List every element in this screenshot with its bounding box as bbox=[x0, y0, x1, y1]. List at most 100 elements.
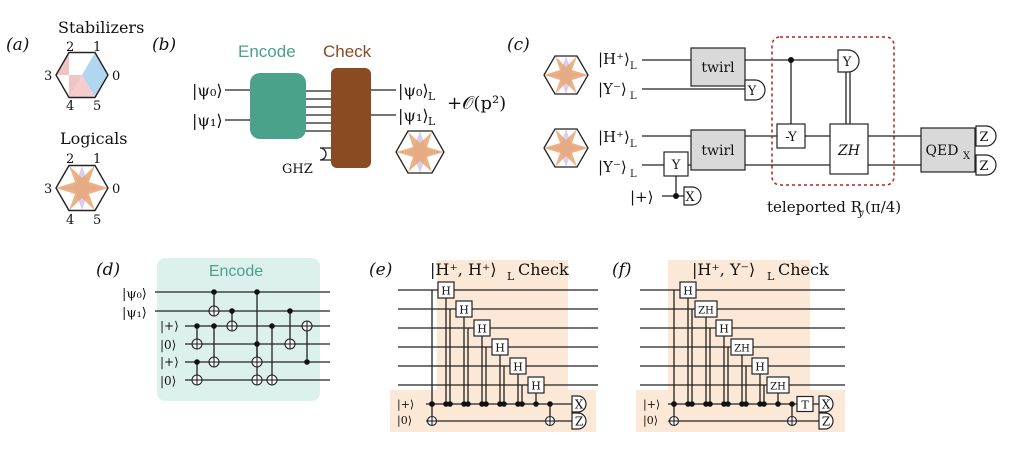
c-hplus-bottom: |H⁺⟩ bbox=[598, 128, 630, 146]
meas-x-plus bbox=[683, 186, 702, 206]
log-vertex-4: 4 bbox=[66, 213, 74, 228]
f-anc-0: |+⟩ bbox=[643, 398, 660, 412]
gate-5-label: ZH bbox=[770, 382, 786, 393]
meas-z-label: Z bbox=[575, 415, 583, 429]
meas-y-top bbox=[744, 79, 766, 101]
control-dot bbox=[254, 289, 260, 295]
logical-orange-star bbox=[56, 165, 108, 211]
gate-1-label: H bbox=[459, 304, 469, 317]
gate-2-label: H bbox=[719, 323, 729, 336]
meas-z-bottom bbox=[975, 154, 997, 176]
meas-x bbox=[571, 395, 587, 413]
f-anc-1: |0⟩ bbox=[643, 414, 658, 428]
panel-b-label: (b) bbox=[152, 35, 176, 55]
zh-gate bbox=[829, 123, 869, 175]
control-dot bbox=[497, 401, 503, 407]
log-vertex-3: 3 bbox=[44, 182, 52, 197]
control-dot bbox=[501, 401, 507, 407]
control-dot bbox=[671, 401, 677, 407]
gate-5-label: H bbox=[531, 380, 541, 393]
control-dot bbox=[465, 401, 471, 407]
encode-title: Encode bbox=[238, 42, 296, 61]
control-dot bbox=[269, 323, 275, 329]
ghz-label: GHZ bbox=[282, 162, 313, 177]
f-title-word: Check bbox=[778, 260, 829, 279]
check-title: Check bbox=[323, 42, 372, 61]
control-dot bbox=[254, 341, 260, 347]
stab-vertex-2: 2 bbox=[66, 40, 74, 55]
t-gate bbox=[796, 395, 814, 413]
stabilizer-red-region-lower bbox=[69, 75, 95, 98]
meas-y-top-label: Y bbox=[747, 84, 757, 99]
twirl-top-label: twirl bbox=[701, 60, 735, 76]
meas-z-top-label: Z bbox=[979, 130, 988, 145]
control-dot bbox=[761, 401, 767, 407]
control-dot bbox=[461, 401, 467, 407]
ghz-wires bbox=[319, 147, 332, 161]
check-block bbox=[331, 68, 371, 168]
e-title-state: |H⁺, H⁺⟩ bbox=[430, 260, 497, 279]
twirl-bottom-box bbox=[690, 129, 746, 171]
twirl-top-box bbox=[690, 47, 746, 87]
meas-z bbox=[571, 412, 587, 430]
log-vertex-1: 1 bbox=[93, 152, 101, 167]
control-dot bbox=[211, 289, 217, 295]
c-yminus-top: |Y⁻⟩ bbox=[598, 80, 627, 98]
output-psi1: |ψ₁⟩ bbox=[398, 106, 429, 125]
panel-f-label: (f) bbox=[612, 260, 632, 280]
control-dot bbox=[519, 401, 525, 407]
logical-hexagon-outline bbox=[55, 164, 109, 212]
control-dot bbox=[789, 401, 795, 407]
teleport-subscript: y bbox=[857, 208, 864, 219]
qed-subscript: X bbox=[963, 151, 971, 162]
output-psi1-subscript: L bbox=[428, 115, 436, 128]
meas-y-teleport bbox=[837, 49, 860, 73]
encode-background bbox=[157, 258, 320, 401]
meas-z-top bbox=[975, 125, 997, 147]
control-dot bbox=[547, 401, 553, 407]
d-input-5: |0⟩ bbox=[160, 374, 176, 388]
teleport-label: teleported R bbox=[767, 198, 863, 216]
gate-3-label: H bbox=[495, 342, 505, 355]
panel-c-label: (c) bbox=[507, 35, 530, 55]
d-input-2: |+⟩ bbox=[160, 319, 179, 333]
panel-b: (b) Encode Check |ψ₀⟩ |ψ₁⟩ GHZ |ψ₀⟩ L |ψ… bbox=[152, 35, 506, 177]
y-gate-lower bbox=[663, 151, 689, 177]
control-dot bbox=[775, 401, 781, 407]
control-dot bbox=[703, 401, 709, 407]
control-dot bbox=[515, 401, 521, 407]
y-gate-lower-label: Y bbox=[671, 158, 681, 173]
control-dot bbox=[443, 401, 449, 407]
c-yminus-bottom: |Y⁻⟩ bbox=[598, 158, 627, 176]
d-input-0: |ψ₀⟩ bbox=[122, 287, 147, 302]
error-term: +𝒪(p²) bbox=[447, 93, 506, 114]
control-dot bbox=[211, 323, 217, 329]
panel-d-label: (d) bbox=[96, 260, 120, 280]
meas-z bbox=[818, 412, 834, 430]
control-dot bbox=[447, 401, 453, 407]
d-input-3: |0⟩ bbox=[160, 338, 176, 352]
e-title-word: Check bbox=[518, 260, 569, 279]
c-hplus-top-sub: L bbox=[630, 61, 637, 72]
meas-x-label: X bbox=[822, 398, 831, 412]
control-dot bbox=[483, 401, 489, 407]
stab-vertex-0: 0 bbox=[112, 69, 120, 84]
twirl-bottom-label: twirl bbox=[701, 143, 735, 159]
t-gate-label: T bbox=[801, 399, 809, 412]
control-dot bbox=[739, 401, 745, 407]
control-dot bbox=[533, 401, 539, 407]
control-dot bbox=[721, 401, 727, 407]
gate-0-label: H bbox=[683, 285, 693, 298]
logicals-title: Logicals bbox=[60, 129, 127, 148]
stabilizers-hexagon bbox=[55, 51, 109, 99]
meas-y-teleport-label: Y bbox=[842, 55, 852, 70]
control-dot bbox=[479, 401, 485, 407]
control-dot bbox=[304, 359, 310, 365]
control-dot bbox=[429, 401, 435, 407]
stab-vertex-5: 5 bbox=[93, 99, 101, 114]
panel-a-label: (a) bbox=[6, 35, 29, 55]
